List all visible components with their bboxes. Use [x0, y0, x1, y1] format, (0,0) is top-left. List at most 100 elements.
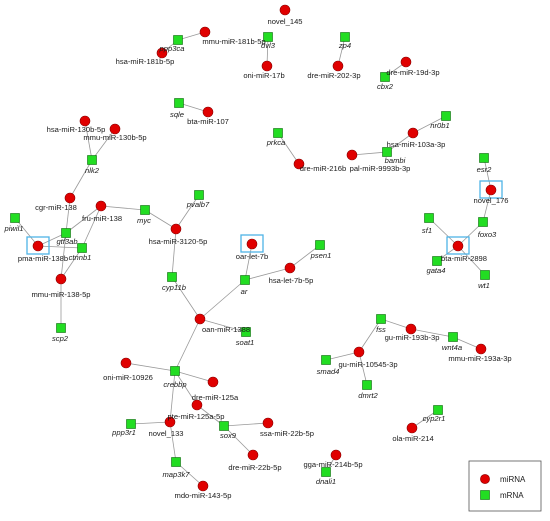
node-label-map3k7: map3k7: [162, 470, 190, 479]
legend-mirna-marker: [480, 474, 490, 484]
mrna-node-sf1[interactable]: [424, 213, 434, 223]
mirna-node-hsa-miR-103a-3p[interactable]: [407, 127, 419, 139]
mirna-node-fru-miR-138[interactable]: [95, 200, 107, 212]
mrna-node-ctnnb1[interactable]: [77, 243, 87, 253]
mirna-node-pma-miR-138b[interactable]: [32, 240, 44, 252]
mirna-node-bta-miR-2898[interactable]: [452, 240, 464, 252]
mrna-node-ppp3r1[interactable]: [126, 419, 136, 429]
mrna-node-crebbp[interactable]: [170, 366, 180, 376]
mrna-node-wt1[interactable]: [480, 270, 490, 280]
node-label-ctnnb1: ctnnb1: [69, 253, 92, 262]
node-label-bambi: bambi: [385, 156, 406, 165]
mrna-node-prkca[interactable]: [273, 128, 283, 138]
node-label-ar: ar: [241, 287, 248, 296]
mirna-node-hsa-miR-3120-5p[interactable]: [170, 223, 182, 235]
mrna-node-myc[interactable]: [140, 205, 150, 215]
mrna-node-bambi[interactable]: [382, 147, 392, 157]
mirna-node-oan-miR-1388[interactable]: [194, 313, 206, 325]
mrna-node-wnt4a[interactable]: [448, 332, 458, 342]
mrna-node-sqle[interactable]: [174, 98, 184, 108]
mrna-node-dnali1[interactable]: [321, 467, 331, 477]
mirna-node-cgr-miR-138[interactable]: [64, 192, 76, 204]
mirna-node-mmu-miR-181b-5p[interactable]: [199, 26, 211, 38]
mirna-node-gu-miR-10545-3p[interactable]: [353, 346, 365, 358]
highlight-layer: [26, 180, 503, 255]
node-label-ppp3r1: ppp3r1: [111, 428, 136, 437]
mrna-node-smad4[interactable]: [321, 355, 331, 365]
mirna-node-oni-miR-17b[interactable]: [261, 60, 273, 72]
mirna-node-pte-miR-125a-5p[interactable]: [191, 399, 203, 411]
node-label-mmu-miR-193a-3p: mmu-miR-193a-3p: [448, 354, 511, 363]
mrna-node-zp4[interactable]: [340, 32, 350, 42]
node-label-scp2: scp2: [52, 334, 69, 343]
node-label-prkca: prkca: [266, 138, 286, 147]
mirna-node-hsa-let-7b-5p[interactable]: [284, 262, 296, 274]
mrna-node-sox9[interactable]: [219, 421, 229, 431]
mirna-node-novel_145[interactable]: [279, 4, 291, 16]
mrna-node-nr0b1[interactable]: [441, 111, 451, 121]
mirna-node-mmu-miR-193a-3p[interactable]: [475, 343, 487, 355]
edge-nlk2--mmu-miR-130b-5p: [91, 128, 116, 161]
mirna-node-ola-miR-214[interactable]: [406, 422, 418, 434]
mirna-node-dre-miR-216b[interactable]: [293, 158, 305, 170]
mrna-node-psen1[interactable]: [315, 240, 325, 250]
mirna-node-hsa-miR-130b-5p[interactable]: [79, 115, 91, 127]
node-label-mmu-miR-130b-5p: mmu-miR-130b-5p: [83, 133, 146, 142]
mrna-node-cyp2r1[interactable]: [433, 405, 443, 415]
mrna-node-cyp11b[interactable]: [167, 272, 177, 282]
mirna-node-oni-miR-10926[interactable]: [120, 357, 132, 369]
mrna-node-gtf3ab[interactable]: [61, 228, 71, 238]
mirna-node-novel_176[interactable]: [485, 184, 497, 196]
mirna-node-mmu-miR-130b-5p[interactable]: [109, 123, 121, 135]
mirna-node-mdo-miR-143-5p[interactable]: [197, 480, 209, 492]
mrna-node-scp2[interactable]: [56, 323, 66, 333]
edge-oan-miR-1388--crebbp: [174, 318, 201, 372]
mrna-node-ar[interactable]: [240, 275, 250, 285]
mirna-node-gga-miR-214b-5p[interactable]: [330, 449, 342, 461]
mrna-node-cbx2[interactable]: [380, 72, 390, 82]
mrna-node-fss[interactable]: [376, 314, 386, 324]
mrna-node-dvl3[interactable]: [263, 32, 273, 42]
mirna-node-novel_133[interactable]: [164, 416, 176, 428]
mrna-node-soat1[interactable]: [241, 327, 251, 337]
node-label-fss: fss: [376, 325, 386, 334]
mrna-node-dmrt2[interactable]: [362, 380, 372, 390]
mirna-node-dre-miR-125a[interactable]: [207, 376, 219, 388]
mirna-node-oar-let-7b[interactable]: [246, 238, 258, 250]
mrna-node-nlk2[interactable]: [87, 155, 97, 165]
mirna-node-bta-miR-107[interactable]: [202, 106, 214, 118]
edge-fss--gu-miR-10545-3p: [358, 318, 382, 353]
node-label-dvl3: dvl3: [261, 41, 276, 50]
edge-esr2--novel_176: [483, 157, 492, 191]
node-label-fru-miR-138: fru-miR-138: [82, 214, 122, 223]
mrna-node-ppp3ca[interactable]: [173, 35, 183, 45]
mirna-node-dre-miR-22b-5p[interactable]: [247, 449, 259, 461]
edge-fru-miR-138--myc: [100, 205, 146, 211]
node-label-novel_145: novel_145: [267, 17, 302, 26]
mirna-node-dre-miR-19d-3p[interactable]: [400, 56, 412, 68]
mrna-node-pvalb7[interactable]: [194, 190, 204, 200]
mrna-node-esr2[interactable]: [479, 153, 489, 163]
node-label-oar-let-7b: oar-let-7b: [236, 252, 269, 261]
mirna-node-pal-miR-9993b-3p[interactable]: [346, 149, 358, 161]
edge-smad4--gu-miR-10545-3p: [325, 351, 360, 361]
edge-nlk2--hsa-miR-130b-5p: [84, 120, 93, 161]
node-label-cyp11b: cyp11b: [162, 283, 186, 292]
mrna-node-foxo3[interactable]: [478, 217, 488, 227]
mrna-node-piwil1[interactable]: [10, 213, 20, 223]
node-label-hsa-miR-130b-5p: hsa-miR-130b-5p: [47, 125, 106, 134]
highlight-box-pma-miR-138b: [26, 236, 50, 255]
mirna-node-ssa-miR-22b-5p[interactable]: [262, 417, 274, 429]
mirna-node-gu-miR-193b-3p[interactable]: [405, 323, 417, 335]
highlight-box-oar-let-7b: [240, 234, 264, 253]
node-label-dre-miR-19d-3p: dre-miR-19d-3p: [386, 68, 439, 77]
node-label-hsa-miR-103a-3p: hsa-miR-103a-3p: [387, 140, 446, 149]
mrna-node-gata4[interactable]: [432, 256, 442, 266]
edge-sf1--bta-miR-2898: [428, 217, 459, 247]
mirna-node-hsa-miR-181b-5p[interactable]: [156, 47, 168, 59]
mirna-node-dre-miR-202-3p[interactable]: [332, 60, 344, 72]
mrna-node-map3k7[interactable]: [171, 457, 181, 467]
mirna-node-mmu-miR-138-5p[interactable]: [55, 273, 67, 285]
